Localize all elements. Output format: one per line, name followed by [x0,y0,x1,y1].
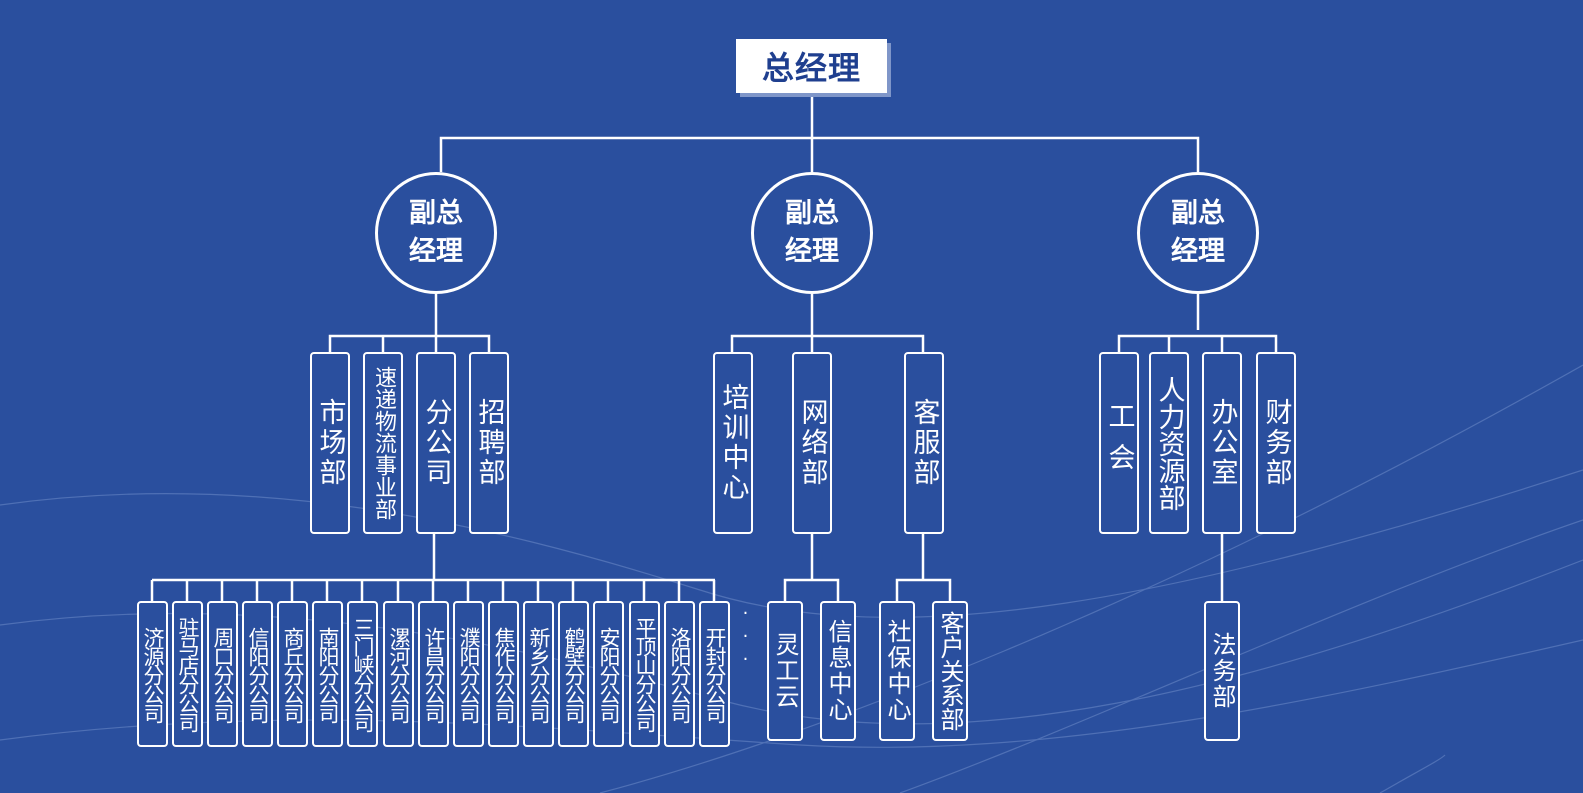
dept-box-marketing: 市场部 [310,352,350,534]
branch-office-box: 周口分公司 [207,601,238,747]
dept-label: 分公司 [420,398,452,488]
branch-office-box: 驻马店分公司 [172,601,203,747]
branch-office-box: 商丘分公司 [277,601,308,747]
branch-office-label: 驻马店分公司 [176,617,200,731]
dept-box-branches: 分公司 [416,352,456,534]
branch-office-label: 鹤壁分公司 [562,626,586,722]
branch-office-label: 安阳分公司 [597,626,621,722]
branch-office-label: 三门峡分公司 [351,617,375,731]
branch-office-label: 开封分公司 [703,626,727,722]
vice-manager-label: 副总经理 [409,198,463,267]
branch-office-label: 信阳分公司 [246,626,270,722]
dept-label: 网络部 [796,398,828,488]
subunit-box-linggongyun: 灵工云 [767,601,803,741]
general-manager-label: 总经理 [761,49,861,87]
vice-manager-node-3: 副总经理 [1137,172,1259,294]
dept-box-finance: 财务部 [1256,352,1296,534]
branch-office-label: 周口分公司 [211,626,235,722]
branch-office-label: 南阳分公司 [316,626,340,722]
dept-box-office: 办公室 [1202,352,1242,534]
branch-office-box: 洛阳分公司 [664,601,695,747]
subunit-box-info-center: 信息中心 [820,601,856,741]
dept-box-customer-service: 客服部 [904,352,944,534]
branch-office-box: 开封分公司 [699,601,730,747]
dept-label: 招聘部 [473,398,505,488]
branch-office-label: 平顶山分公司 [633,617,657,731]
branch-office-box: 三门峡分公司 [347,601,378,747]
subunit-label: 信息中心 [824,619,852,723]
dept-label: 财务部 [1260,398,1292,488]
dept-label: 速递物流事业部 [371,366,396,520]
branch-office-box: 济源分公司 [137,601,168,747]
subunit-label: 灵工云 [771,632,799,710]
dept-box-express-logistics: 速递物流事业部 [363,352,403,534]
branch-office-box: 安阳分公司 [593,601,624,747]
vice-manager-node-2: 副总经理 [751,172,873,294]
dept-label: 人力资源部 [1153,375,1185,511]
vice-manager-label: 副总经理 [785,198,839,267]
more-branches-ellipsis: ··· [735,603,756,672]
branch-office-label: 濮阳分公司 [457,626,481,722]
dept-label: 办公室 [1206,398,1238,488]
dept-box-training-center: 培训中心 [713,352,753,534]
branch-office-label: 洛阳分公司 [668,626,692,722]
branch-office-label: 漯河分公司 [387,626,411,722]
dept-label: 工会 [1103,402,1135,484]
branch-office-box: 平顶山分公司 [629,601,660,747]
vice-manager-node-1: 副总经理 [375,172,497,294]
branch-office-box: 濮阳分公司 [453,601,484,747]
branch-office-label: 济源分公司 [141,626,165,722]
subunit-box-social-security: 社保中心 [879,601,915,741]
branch-office-box: 许昌分公司 [418,601,449,747]
branch-office-label: 许昌分公司 [422,626,446,722]
dept-label: 客服部 [908,398,940,488]
branch-office-label: 新乡分公司 [527,626,551,722]
branch-office-box: 南阳分公司 [312,601,343,747]
subunit-label: 社保中心 [883,619,911,723]
branch-office-box: 鹤壁分公司 [558,601,589,747]
dept-label: 市场部 [314,398,346,488]
subunit-box-customer-relations: 客户关系部 [932,601,968,741]
vice-manager-label: 副总经理 [1171,198,1225,267]
dept-box-human-resources: 人力资源部 [1149,352,1189,534]
branch-office-label: 商丘分公司 [281,626,305,722]
subunit-box-legal: 法务部 [1204,601,1240,741]
dept-box-union: 工会 [1099,352,1139,534]
dept-label: 培训中心 [717,383,749,503]
dept-box-recruitment: 招聘部 [469,352,509,534]
branch-office-box: 焦作分公司 [488,601,519,747]
subunit-label: 法务部 [1208,632,1236,710]
branch-office-box: 新乡分公司 [523,601,554,747]
subunit-label: 客户关系部 [936,611,964,731]
branch-office-box: 信阳分公司 [242,601,273,747]
dept-box-network: 网络部 [792,352,832,534]
general-manager-box: 总经理 [736,39,887,93]
branch-office-box: 漯河分公司 [383,601,414,747]
branch-office-label: 焦作分公司 [492,626,516,722]
